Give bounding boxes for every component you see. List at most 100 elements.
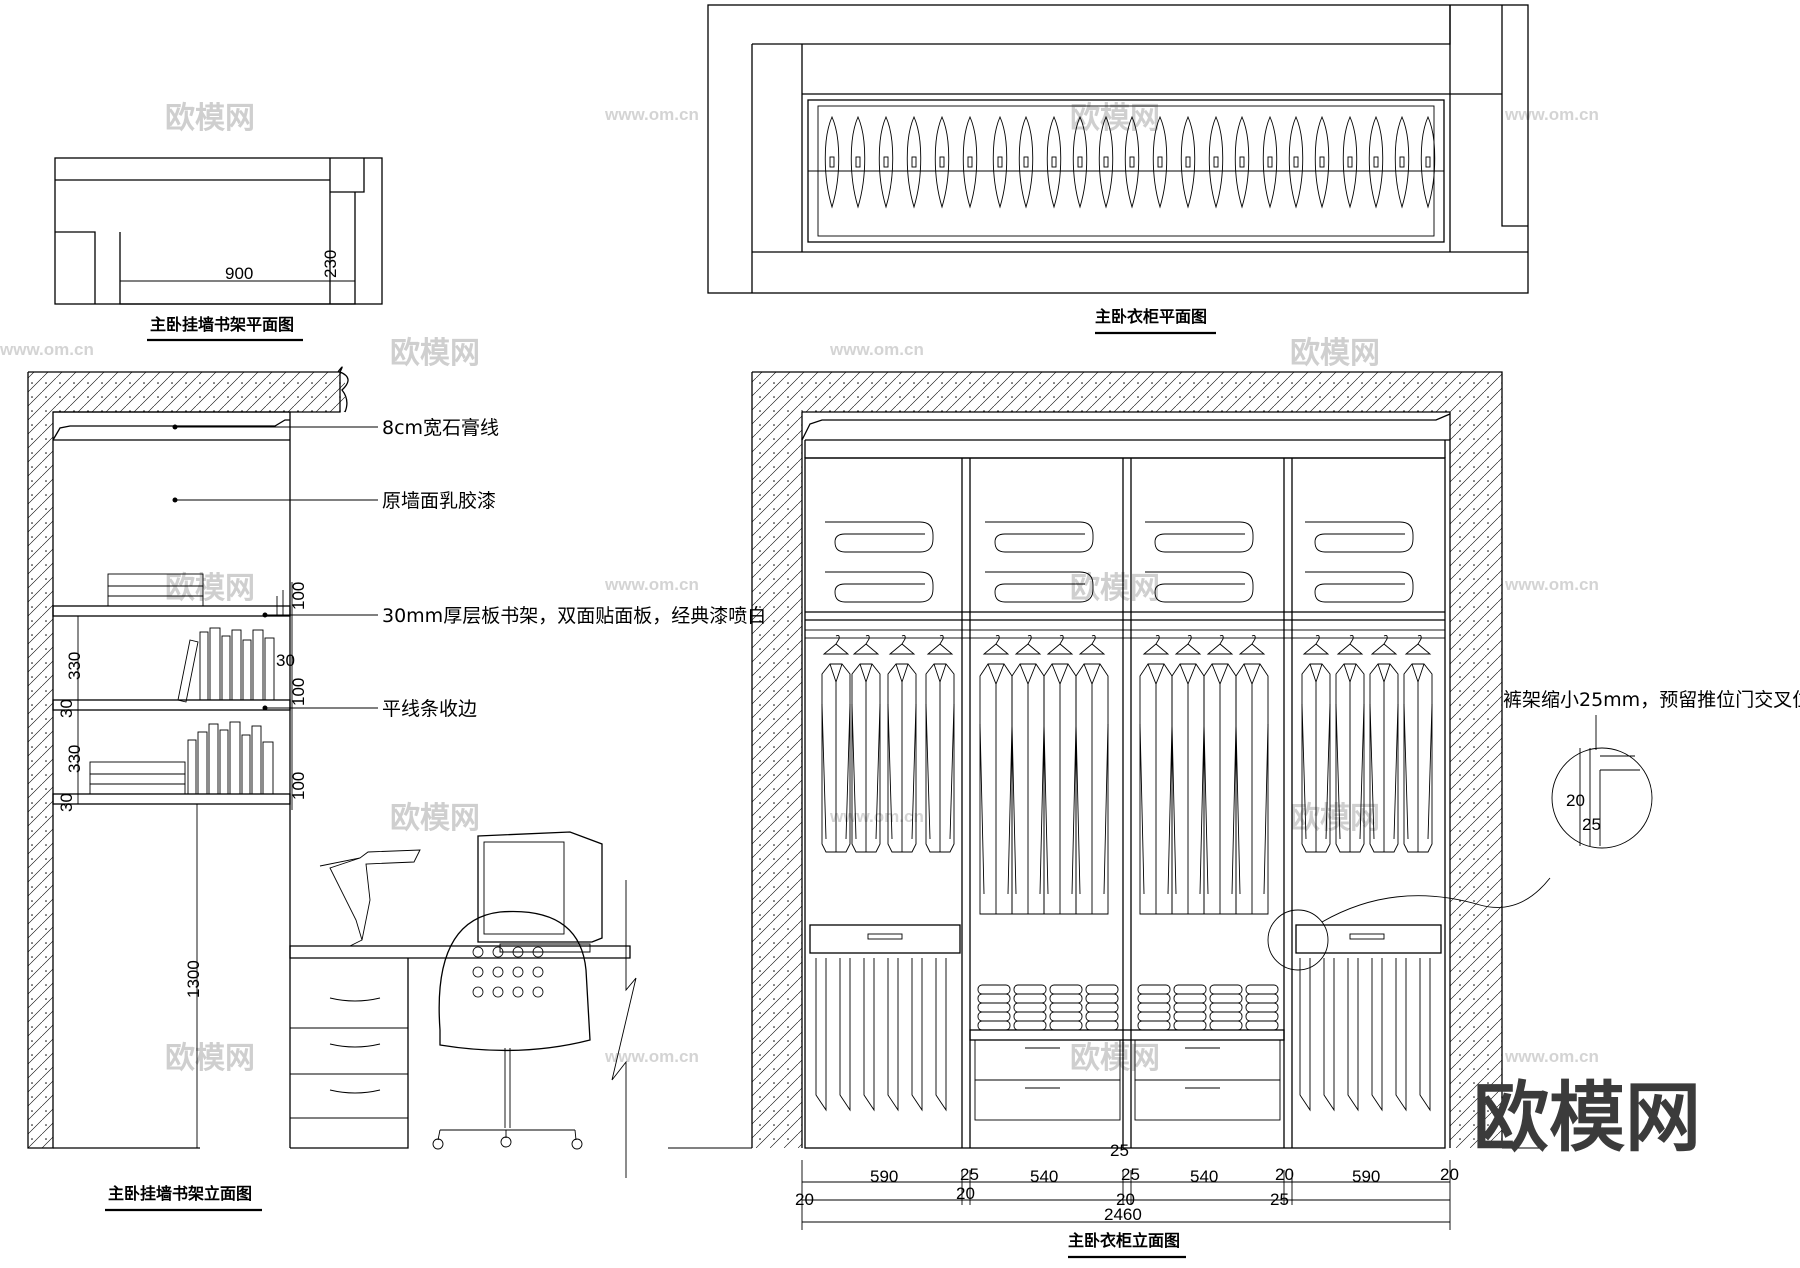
dim-detail-20: 20 (1566, 791, 1585, 810)
watermark-text: 欧模网 (165, 1041, 255, 1076)
shelf-elevation: 100 330 30 30 100 330 100 30 1300 (27, 366, 766, 1212)
plan-hanger (1314, 116, 1330, 208)
watermark-text: 欧模网 (1070, 1041, 1160, 1076)
watermark-text: 欧模网 (390, 801, 480, 836)
dim-100c: 100 (289, 772, 308, 800)
folded-clothes (1137, 1011, 1171, 1022)
coat-icon (1011, 663, 1045, 915)
folded-clothes (1209, 1002, 1243, 1013)
folded-clothes (1173, 1002, 1207, 1013)
trouser-icon (1395, 958, 1407, 1112)
plan-hanger (824, 116, 840, 208)
shelf-plan: 900 230 主卧挂墙书架平面图 (54, 157, 383, 342)
folded-clothes (1245, 984, 1279, 995)
folded-stacks (977, 984, 1279, 1031)
dim-gap3: 20 (1275, 1165, 1294, 1184)
folded-clothes (1137, 1002, 1171, 1013)
watermark-url: www.om.cn (0, 340, 94, 359)
folded-clothes (1013, 1011, 1047, 1022)
dim-bottom-20b: 20 (1116, 1190, 1135, 1209)
folded-clothes (1209, 1020, 1243, 1031)
coat-icon (1203, 663, 1237, 915)
plan-hanger (1288, 116, 1304, 208)
shirt-icon (1403, 663, 1433, 853)
folded-clothes (1013, 1002, 1047, 1013)
dim-100a: 100 (289, 582, 308, 610)
trouser-icon (1299, 958, 1311, 1112)
watermark-text: 欧模网 (1290, 801, 1380, 836)
annotation-wall-paint: 原墙面乳胶漆 (382, 490, 496, 512)
folded-clothes (1245, 1020, 1279, 1031)
folded-clothes (977, 1002, 1011, 1013)
watermark-text: 欧模网 (390, 336, 480, 371)
folded-clothes (1137, 984, 1171, 995)
shirt-icon (925, 663, 955, 853)
plan-hanger (1342, 116, 1358, 208)
plan-hanger (1262, 116, 1278, 208)
folded-clothes (1085, 1002, 1119, 1013)
coat-icon (979, 663, 1013, 915)
coat-icon (1235, 663, 1269, 915)
dim-bay2: 540 (1030, 1167, 1058, 1186)
plan-hanger (1234, 116, 1250, 208)
lower-sections (809, 924, 1442, 1121)
dim-plan-depth: 230 (321, 250, 340, 278)
trouser-icon (1371, 958, 1383, 1112)
shirts (821, 663, 1433, 915)
dim-30b: 30 (57, 699, 76, 718)
title-wardrobe-elevation: 主卧衣柜立面图 (1068, 1231, 1180, 1250)
dim-plan-width: 900 (225, 264, 253, 283)
plan-hanger (1180, 116, 1196, 208)
detail-callout: 20 25 裤架缩小25mm，预留推位门交叉位 (1267, 689, 1800, 971)
dim-330b: 330 (65, 745, 84, 773)
folded-clothes (1049, 1002, 1083, 1013)
trouser-icon (1323, 958, 1335, 1112)
wardrobe-dividers (804, 458, 1446, 1148)
coat-icon (1043, 663, 1077, 915)
plan-hanger (962, 116, 978, 208)
watermark-url: www.om.cn (604, 575, 699, 594)
folded-clothes (1137, 1020, 1171, 1031)
trouser-icon (1347, 958, 1359, 1112)
wardrobe-elevation: 20 25 裤架缩小25mm，预留推位门交叉位 25 590 25 540 25… (668, 371, 1800, 1259)
title-shelf-plan: 主卧挂墙书架平面图 (150, 315, 294, 334)
folded-clothes (1173, 984, 1207, 995)
folded-clothes (1013, 1020, 1047, 1031)
watermark-url: www.om.cn (1504, 575, 1599, 594)
folded-clothes (1245, 993, 1279, 1004)
trouser-icon (935, 958, 947, 1112)
dim-100b: 100 (289, 678, 308, 706)
folded-clothes (1209, 993, 1243, 1004)
dim-330a: 330 (65, 652, 84, 680)
folded-clothes (1085, 984, 1119, 995)
coat-icon (1171, 663, 1205, 915)
dim-bottom-20a: 20 (956, 1184, 975, 1203)
watermarks: 欧模网 欧模网 www.om.cn www.om.cn 欧模网 欧模网 www.… (0, 101, 1599, 1076)
watermark-text: 欧模网 (1290, 336, 1380, 371)
coat-icon (1075, 663, 1109, 915)
trouser-icon (887, 958, 899, 1112)
watermark-text: 欧模网 (165, 571, 255, 606)
trouser-icon (839, 958, 851, 1112)
plan-hanger (1046, 116, 1062, 208)
watermark-url: www.om.cn (604, 105, 699, 124)
coat-icon (1139, 663, 1173, 915)
plan-hanger (850, 116, 866, 208)
dim-left-20: 20 (795, 1190, 814, 1209)
annotation-shelf-board: 30mm厚层板书架，双面贴面板，经典漆喷白 (382, 605, 766, 627)
folded-clothes (977, 1020, 1011, 1031)
plan-hanger (1368, 116, 1384, 208)
folded-clothes (1049, 1011, 1083, 1022)
dim-1300: 1300 (184, 960, 203, 998)
books (89, 573, 275, 795)
trouser-icon (911, 958, 923, 1112)
watermark-url: www.om.cn (604, 1047, 699, 1066)
watermark-url: www.om.cn (1504, 1047, 1599, 1066)
annotation-cornice: 8cm宽石膏线 (382, 416, 499, 439)
dim-gap2: 25 (1121, 1165, 1140, 1184)
watermark-url: www.om.cn (829, 340, 924, 359)
title-wardrobe-plan: 主卧衣柜平面图 (1095, 307, 1207, 326)
trouser-icon (1419, 958, 1431, 1112)
folded-clothes (1049, 984, 1083, 995)
